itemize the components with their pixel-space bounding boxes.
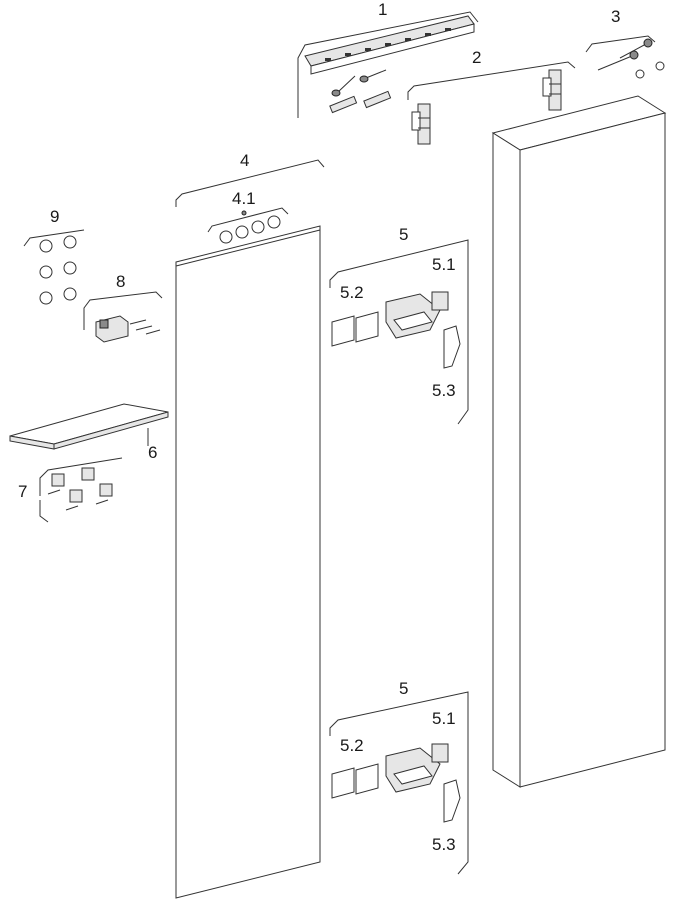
label-5-2-upper: 5.2 [340, 283, 364, 302]
label-5-upper: 5 [399, 225, 408, 244]
part-4-door-panel [175, 159, 325, 899]
label-5-1-upper: 5.1 [432, 255, 456, 274]
label-7: 7 [18, 482, 27, 501]
label-6: 6 [148, 443, 157, 462]
part-7-shelf-supports [39, 457, 123, 523]
cabinet-body [491, 95, 667, 788]
label-1: 1 [378, 0, 387, 19]
part-5-hinge-upper [329, 239, 469, 425]
label-2: 2 [472, 48, 481, 67]
part-3-screws-caps [585, 35, 665, 79]
label-3: 3 [611, 7, 620, 26]
part-5-hinge-lower [329, 691, 469, 875]
part-8-latch [83, 291, 163, 343]
label-5-lower: 5 [399, 679, 408, 698]
label-4: 4 [240, 151, 249, 170]
part-2-hanging-brackets [407, 61, 576, 145]
label-9: 9 [50, 207, 59, 226]
label-8: 8 [116, 272, 125, 291]
label-5-1-lower: 5.1 [432, 709, 456, 728]
label-5-3-upper: 5.3 [432, 381, 456, 400]
part-6-shelf [9, 403, 169, 450]
label-5-3-lower: 5.3 [432, 835, 456, 854]
label-4-1: 4.1 [232, 189, 256, 208]
part-4-1-buffers [207, 207, 289, 244]
part-9-caps [23, 229, 85, 305]
part-1-mounting-rail [297, 11, 479, 118]
label-5-2-lower: 5.2 [340, 736, 364, 755]
